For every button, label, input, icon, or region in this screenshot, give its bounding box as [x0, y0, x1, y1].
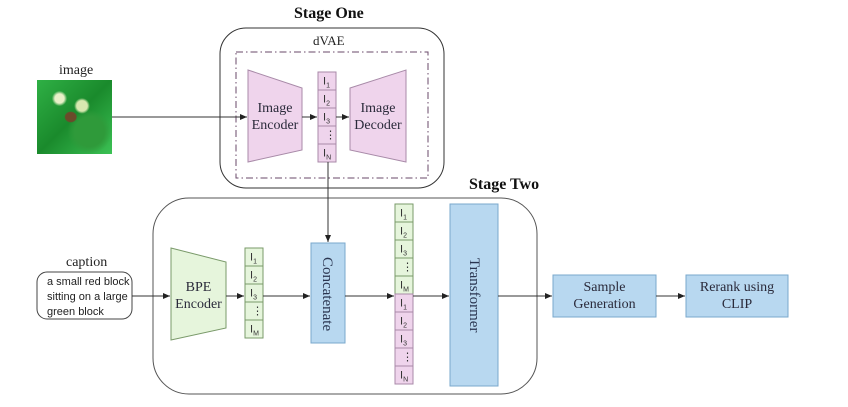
token-label: IM [400, 280, 409, 294]
token-cell [394, 365, 414, 385]
token-label: IN [323, 148, 331, 162]
image-decoder-label: Image Decoder [354, 101, 402, 133]
input-image-thumbnail [37, 80, 112, 154]
token-label: I3 [400, 334, 407, 348]
token-cell [244, 319, 264, 339]
token-label: IM [250, 324, 259, 338]
transformer-box [449, 203, 499, 387]
token-label: I3 [250, 288, 257, 302]
stage-one-title: Stage One [294, 5, 364, 22]
token-label: I1 [250, 252, 257, 266]
stage-two-title: Stage Two [469, 176, 540, 193]
token-label: I2 [400, 226, 407, 240]
token-label: ⋮ [325, 130, 336, 142]
caption-label: caption [66, 255, 108, 270]
token-label: ⋮ [252, 306, 263, 318]
token-label: ⋮ [402, 262, 413, 274]
token-label: I1 [400, 208, 407, 222]
token-label: I2 [400, 316, 407, 330]
bpe-encoder-shape [170, 247, 227, 341]
token-label: ⋮ [402, 352, 413, 364]
bpe-encoder-label: BPE Encoder [175, 280, 222, 312]
rerank-box [685, 274, 789, 318]
token-label: I1 [323, 76, 330, 90]
token-label: IN [400, 370, 408, 384]
sample-generation-label: Sample Generation [573, 280, 636, 312]
image-label: image [59, 63, 94, 78]
caption-line: a small red block [47, 276, 130, 288]
token-label: I1 [400, 298, 407, 312]
image-encoder-label: Image Encoder [251, 101, 299, 133]
transformer-label: Transformer [466, 257, 482, 333]
caption-line: green block [47, 306, 104, 318]
caption-line: sitting on a large [47, 291, 128, 303]
rerank-label: Rerank using CLIP [699, 280, 775, 312]
dvae-label: dVAE [313, 33, 345, 48]
token-label: I3 [400, 244, 407, 258]
image-decoder-shape [349, 69, 407, 163]
token-cell [317, 143, 337, 163]
image-encoder-shape [247, 69, 303, 163]
token-label: I2 [250, 270, 257, 284]
stage-one-box [219, 27, 445, 189]
token-label: I2 [323, 94, 330, 108]
concatenate-box [310, 242, 346, 344]
concatenate-label: Concatenate [319, 256, 335, 332]
caption-text: a small red block sitting on a large gre… [47, 275, 130, 320]
token-label: I3 [323, 112, 330, 126]
